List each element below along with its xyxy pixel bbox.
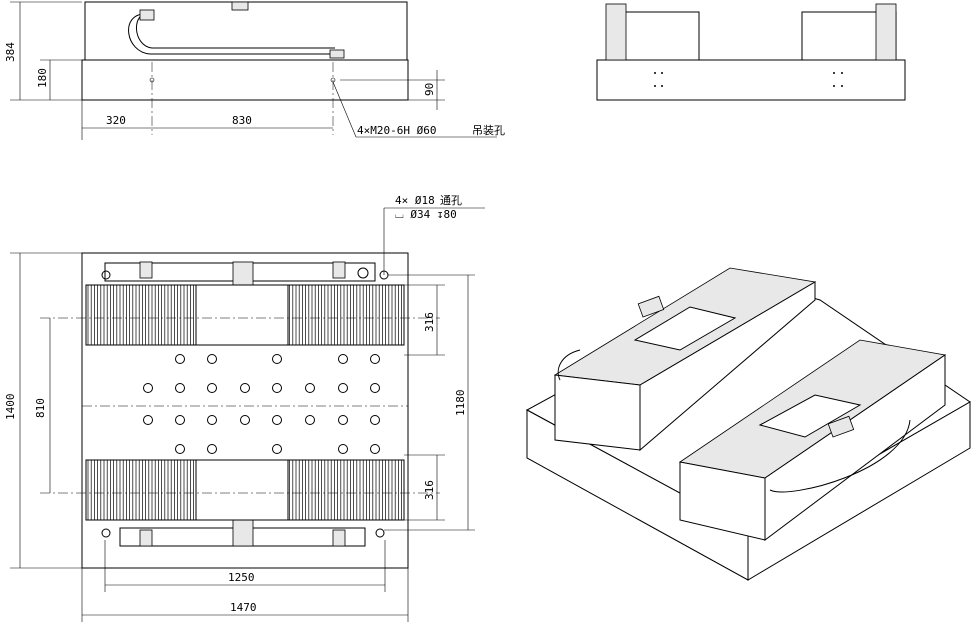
lifting-hole-callout: 4×M20-6H Ø60: [357, 124, 436, 137]
mounting-hole: [272, 415, 282, 425]
mounting-hole: [370, 415, 380, 425]
mounting-hole: [370, 383, 380, 393]
mounting-hole: [240, 383, 250, 393]
mounting-hole: [272, 444, 282, 454]
mounting-hole: [175, 354, 185, 364]
dim-180: 180: [36, 68, 49, 88]
dim-1250: 1250: [228, 571, 255, 584]
mounting-hole: [338, 354, 348, 364]
mounting-hole: [175, 415, 185, 425]
dim-1470: 1470: [230, 601, 257, 614]
mounting-hole: [305, 415, 315, 425]
mounting-hole: [240, 415, 250, 425]
mounting-hole: [143, 383, 153, 393]
front-view: [10, 1, 497, 140]
mounting-hole: [272, 354, 282, 364]
side-view: [596, 3, 906, 101]
dim-90: 90: [423, 83, 436, 96]
mounting-hole: [207, 354, 217, 364]
mounting-hole: [175, 383, 185, 393]
dim-1180: 1180: [454, 390, 467, 417]
mounting-hole: [207, 383, 217, 393]
mounting-hole: [338, 415, 348, 425]
dim-316-top: 316: [423, 312, 436, 332]
mounting-hole: [143, 415, 153, 425]
through-hole-note: 通孔: [440, 194, 462, 207]
counterbore-callout: ⌴ Ø34 ↧80: [395, 208, 457, 221]
mounting-hole: [338, 444, 348, 454]
dim-320: 320: [106, 114, 126, 127]
mounting-hole: [338, 383, 348, 393]
mounting-hole: [370, 444, 380, 454]
dim-1400: 1400: [4, 394, 17, 421]
dim-316-bottom: 316: [423, 480, 436, 500]
mounting-hole: [370, 354, 380, 364]
dim-384: 384: [4, 42, 17, 62]
mounting-hole: [305, 383, 315, 393]
lifting-hole-note: 吊装孔: [472, 124, 505, 137]
dim-810: 810: [34, 398, 47, 418]
plan-view: [10, 207, 485, 622]
dim-830: 830: [232, 114, 252, 127]
through-hole-callout: 4× Ø18: [395, 194, 435, 207]
mounting-hole: [175, 444, 185, 454]
isometric-view: [525, 267, 971, 581]
mounting-hole: [207, 415, 217, 425]
mounting-hole: [272, 383, 282, 393]
mounting-hole: [207, 444, 217, 454]
